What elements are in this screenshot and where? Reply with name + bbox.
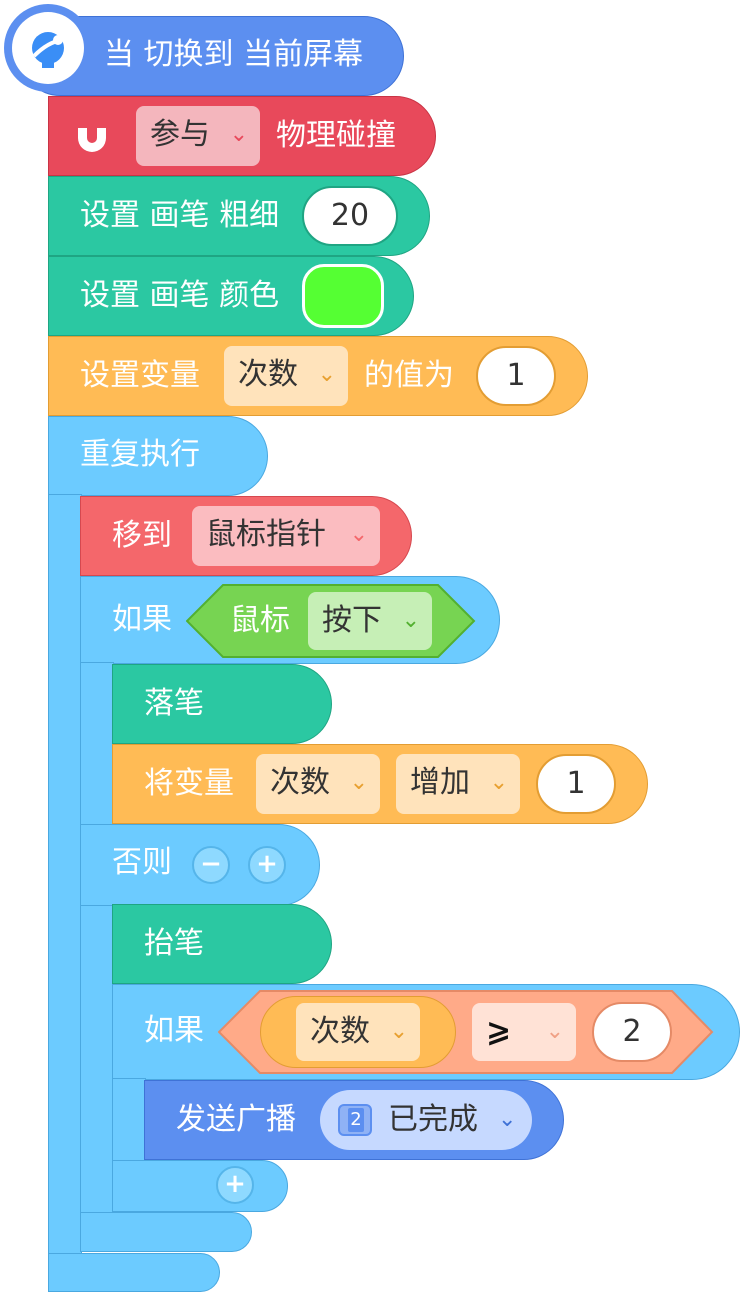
else-label: 否则 bbox=[112, 845, 172, 880]
if-label: 如果 bbox=[112, 602, 172, 637]
physics-label: 物理碰撞 bbox=[276, 118, 396, 153]
chevron-down-icon: ⌄ bbox=[317, 362, 336, 387]
compare-op-value: ⩾ bbox=[486, 1014, 512, 1049]
physics-mode-value: 参与 bbox=[150, 117, 210, 152]
magnet-icon bbox=[74, 118, 110, 154]
repeat-block[interactable] bbox=[48, 416, 268, 496]
move-target-dropdown[interactable]: 鼠标指针 ⌄ bbox=[192, 506, 380, 566]
chevron-down-icon: ⌄ bbox=[489, 770, 508, 795]
repeat-block-foot bbox=[48, 1253, 220, 1292]
pen-up-label: 抬笔 bbox=[144, 926, 204, 961]
broadcast-badge-number: 2 bbox=[348, 1108, 364, 1132]
mouse-state-dropdown[interactable]: 按下 ⌄ bbox=[308, 592, 432, 650]
set-variable-value: 次数 bbox=[238, 357, 298, 392]
pen-down-block[interactable] bbox=[112, 664, 332, 744]
chevron-down-icon: ⌄ bbox=[401, 608, 420, 633]
set-variable-label2: 的值为 bbox=[364, 358, 454, 393]
broadcast-label: 发送广播 bbox=[176, 1102, 296, 1137]
compare-value-input[interactable]: 2 bbox=[592, 1002, 672, 1062]
pen-width-input[interactable]: 20 bbox=[302, 186, 398, 246]
change-op-dropdown[interactable]: 增加 ⌄ bbox=[396, 754, 520, 814]
compare-variable-dropdown[interactable]: 次数 ⌄ bbox=[296, 1003, 420, 1061]
chevron-down-icon: ⌄ bbox=[229, 122, 248, 147]
add-else-button[interactable]: + bbox=[248, 846, 286, 884]
add-condition-button[interactable]: + bbox=[216, 1166, 254, 1204]
chevron-down-icon: ⌄ bbox=[498, 1107, 517, 1132]
mouse-sensor-label: 鼠标 bbox=[230, 603, 290, 638]
move-label: 移到 bbox=[112, 518, 172, 553]
pen-up-block[interactable] bbox=[112, 904, 332, 984]
if2-block-foot bbox=[112, 1160, 288, 1212]
pen-width-label: 设置 画笔 粗细 bbox=[80, 198, 280, 233]
repeat-block-arm bbox=[48, 494, 82, 1256]
change-variable-value: 次数 bbox=[270, 765, 330, 800]
set-variable-label: 设置变量 bbox=[80, 358, 200, 393]
repeat-label: 重复执行 bbox=[80, 437, 200, 472]
move-target-value: 鼠标指针 bbox=[206, 517, 326, 552]
pen-color-label: 设置 画笔 颜色 bbox=[80, 278, 280, 313]
broadcast-message-value: 已完成 bbox=[388, 1102, 478, 1137]
broadcast-badge: 2 bbox=[338, 1104, 372, 1136]
if-block-arm bbox=[80, 662, 114, 1252]
if2-label: 如果 bbox=[144, 1013, 204, 1048]
mouse-state-value: 按下 bbox=[322, 603, 382, 638]
change-variable-dropdown[interactable]: 次数 ⌄ bbox=[256, 754, 380, 814]
satellite-icon bbox=[12, 12, 84, 84]
change-op-value: 增加 bbox=[410, 765, 470, 800]
chevron-down-icon: ⌄ bbox=[349, 770, 368, 795]
chevron-down-icon: ⌄ bbox=[389, 1019, 408, 1044]
physics-mode-dropdown[interactable]: 参与 ⌄ bbox=[136, 106, 260, 166]
set-variable-input[interactable]: 1 bbox=[476, 346, 556, 406]
change-variable-input[interactable]: 1 bbox=[536, 754, 616, 814]
change-variable-label: 将变量 bbox=[144, 766, 234, 801]
pen-down-label: 落笔 bbox=[144, 686, 204, 721]
compare-op-dropdown[interactable]: ⩾ ⌄ bbox=[472, 1003, 576, 1061]
set-variable-dropdown[interactable]: 次数 ⌄ bbox=[224, 346, 348, 406]
chevron-down-icon: ⌄ bbox=[349, 522, 368, 547]
remove-else-button[interactable]: − bbox=[192, 846, 230, 884]
pen-color-swatch[interactable] bbox=[302, 264, 384, 328]
event-label: 当 切换到 当前屏幕 bbox=[104, 37, 364, 72]
compare-variable-value: 次数 bbox=[310, 1014, 370, 1049]
if-block-foot bbox=[80, 1212, 252, 1252]
chevron-down-icon: ⌄ bbox=[545, 1019, 564, 1044]
